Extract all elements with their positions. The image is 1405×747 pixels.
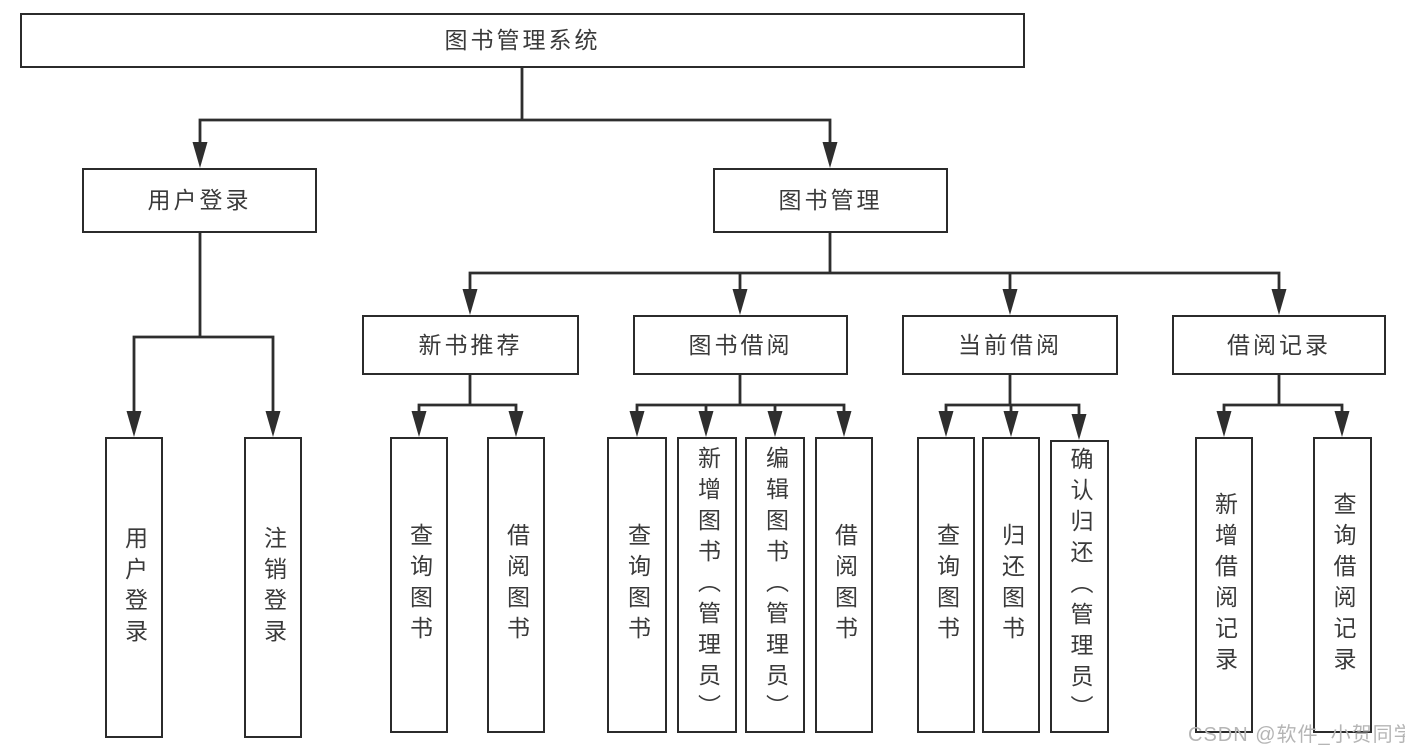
leaf-user-login: 用户登录: [105, 437, 163, 738]
leaf-bb-add-books-admin: 新增图书（管理员）: [677, 437, 737, 733]
arrow-down-icon: [629, 411, 645, 437]
arrow-down-icon: [822, 142, 838, 168]
arrow-down-icon: [1003, 411, 1019, 437]
arrow-down-icon: [462, 289, 478, 315]
leaf-bb-query-books: 查询图书: [607, 437, 667, 733]
arrow-down-icon: [126, 411, 142, 437]
leaf-br-add-record: 新增借阅记录: [1195, 437, 1253, 733]
arrow-down-icon: [767, 411, 783, 437]
leaf-cb-confirm-return-admin: 确认归还（管理员）: [1050, 440, 1109, 733]
node-book-management: 图书管理: [713, 168, 948, 233]
arrowheads: [126, 142, 1350, 440]
arrow-down-icon: [265, 411, 281, 437]
arrow-down-icon: [698, 411, 714, 437]
arrow-down-icon: [938, 411, 954, 437]
leaf-bb-borrow-books: 借阅图书: [815, 437, 873, 733]
leaf-logout: 注销登录: [244, 437, 302, 738]
node-new-book-recommend: 新书推荐: [362, 315, 579, 375]
node-current-borrow: 当前借阅: [902, 315, 1118, 375]
node-book-borrow: 图书借阅: [633, 315, 848, 375]
arrow-down-icon: [1271, 289, 1287, 315]
arrow-down-icon: [508, 411, 524, 437]
arrow-down-icon: [411, 411, 427, 437]
arrow-down-icon: [836, 411, 852, 437]
watermark: CSDN @软件_小贺同学: [1188, 724, 1405, 746]
arrow-down-icon: [1334, 411, 1350, 437]
node-root: 图书管理系统: [20, 13, 1025, 68]
leaf-br-query-record: 查询借阅记录: [1313, 437, 1372, 733]
node-borrow-records: 借阅记录: [1172, 315, 1386, 375]
leaf-cb-return-books: 归还图书: [982, 437, 1040, 733]
arrow-down-icon: [732, 289, 748, 315]
leaf-cb-query-books: 查询图书: [917, 437, 975, 733]
leaf-bb-edit-books-admin: 编辑图书（管理员）: [745, 437, 805, 733]
arrow-down-icon: [192, 142, 208, 168]
arrow-down-icon: [1216, 411, 1232, 437]
arrow-down-icon: [1071, 414, 1087, 440]
leaf-nbr-borrow-books: 借阅图书: [487, 437, 545, 733]
node-user-login: 用户登录: [82, 168, 317, 233]
leaf-nbr-query-books: 查询图书: [390, 437, 448, 733]
arrow-down-icon: [1002, 289, 1018, 315]
